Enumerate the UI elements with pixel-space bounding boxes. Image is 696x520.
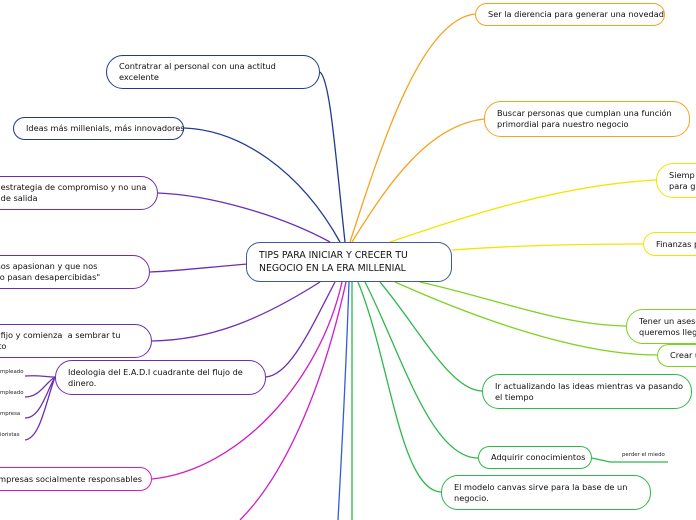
edge-l4 <box>151 281 321 342</box>
branch-label: Ser la dierencia para generar una noveda… <box>488 9 664 19</box>
branch-label: Crear u <box>670 350 696 360</box>
branch-label: Finanzas p <box>656 238 696 249</box>
central-topic-label: TIPS PARA INICIAR Y CRECER TU NEGOCIO EN… <box>259 250 408 274</box>
edge-r7 <box>364 281 479 459</box>
branch-ir-actualizando-ideas[interactable]: Ir actualizando las ideas mientras va pa… <box>482 374 692 409</box>
branch-finanzas[interactable]: Finanzas p <box>643 232 696 256</box>
branch-label: El modelo canvas sirve para la base de u… <box>454 481 628 503</box>
edge-r7-sub <box>591 457 668 463</box>
branch-ideas-millenials[interactable]: Ideas más millenials, más innovadores <box>13 117 185 140</box>
branch-label: Adquirir conocimientos <box>491 452 586 462</box>
central-topic[interactable]: TIPS PARA INICIAR Y CRECER TU NEGOCIO EN… <box>246 242 452 282</box>
subtopic-empleado-1[interactable]: mpleado <box>0 369 24 375</box>
branch-siempre[interactable]: Siemp para g <box>656 163 696 198</box>
subtopic-empresa[interactable]: mpresa <box>0 411 21 417</box>
edge-r4 <box>419 281 627 327</box>
edge-l0 <box>319 71 346 243</box>
edge-r5 <box>394 281 658 356</box>
branch-label: Contratrar al personal con una actitud e… <box>119 61 276 82</box>
branch-ideologia-eadi[interactable]: Ideologia del E.A.D.I cuadrante del fluj… <box>55 360 266 395</box>
branch-crear[interactable]: Crear u <box>657 344 696 367</box>
subtopic-inversionistas[interactable]: ioristas <box>0 432 20 438</box>
branch-empresas-responsables[interactable]: Empresas socialmente responsables <box>0 467 152 491</box>
branch-estrategia-compromiso[interactable]: a estrategia de compromiso y no una a de… <box>0 176 158 210</box>
edge-l7-partial <box>239 281 347 520</box>
branch-label: Ideas más millenials, más innovadores <box>26 123 185 133</box>
edge-l2 <box>157 192 331 243</box>
branch-label: a estrategia de compromiso y no una a de… <box>0 182 147 203</box>
edge-r1 <box>351 118 485 243</box>
branch-label: Empresas socialmente responsables <box>0 473 143 484</box>
edge-l5-s2 <box>24 376 56 419</box>
edge-r8 <box>357 281 442 493</box>
branch-adquirir-conocimientos[interactable]: Adquirir conocimientos <box>478 446 592 469</box>
branch-label: o fijo y comienza a sembrar tu nto <box>0 330 121 351</box>
branch-ser-la-diferencia[interactable]: Ser la dierencia para generar una noveda… <box>475 3 665 26</box>
edge-l1 <box>183 127 341 243</box>
edge-l5 <box>265 281 336 378</box>
edge-r6 <box>379 281 483 392</box>
subtopic-empleado-2[interactable]: mpleado <box>0 390 24 396</box>
branch-label: Ir actualizando las ideas mientras va pa… <box>495 380 684 402</box>
subtopic-perder-el-miedo[interactable]: perder el miedo <box>622 452 665 458</box>
branch-label: Tener un aseso queremos lleg <box>639 315 696 337</box>
edge-l6 <box>151 281 343 480</box>
branch-buscar-personas[interactable]: Buscar personas que cumplan una función … <box>484 101 690 137</box>
edge-l5-s0 <box>24 375 56 378</box>
branch-tener-un-asesor[interactable]: Tener un aseso queremos lleg <box>626 309 696 344</box>
edge-r2 <box>389 179 657 243</box>
branch-label: nos apasionan y que nos ico pasan desape… <box>0 261 101 282</box>
edge-r3 <box>451 243 644 251</box>
branch-nos-apasionan[interactable]: nos apasionan y que nos ico pasan desape… <box>0 255 150 289</box>
edge-l5-s3 <box>24 376 56 441</box>
branch-label: Siemp para g <box>669 169 696 191</box>
edge-l8-partial <box>337 281 350 520</box>
edge-l5-s1 <box>24 376 56 398</box>
edge-r0 <box>349 13 476 243</box>
branch-sembrar[interactable]: o fijo y comienza a sembrar tu nto <box>0 324 152 358</box>
branch-contratar-personal[interactable]: Contratrar al personal con una actitud e… <box>106 55 320 89</box>
branch-label: Ideologia del E.A.D.I cuadrante del fluj… <box>68 366 243 388</box>
branch-modelo-canvas[interactable]: El modelo canvas sirve para la base de u… <box>441 475 651 510</box>
branch-label: Buscar personas que cumplan una función … <box>497 108 672 129</box>
